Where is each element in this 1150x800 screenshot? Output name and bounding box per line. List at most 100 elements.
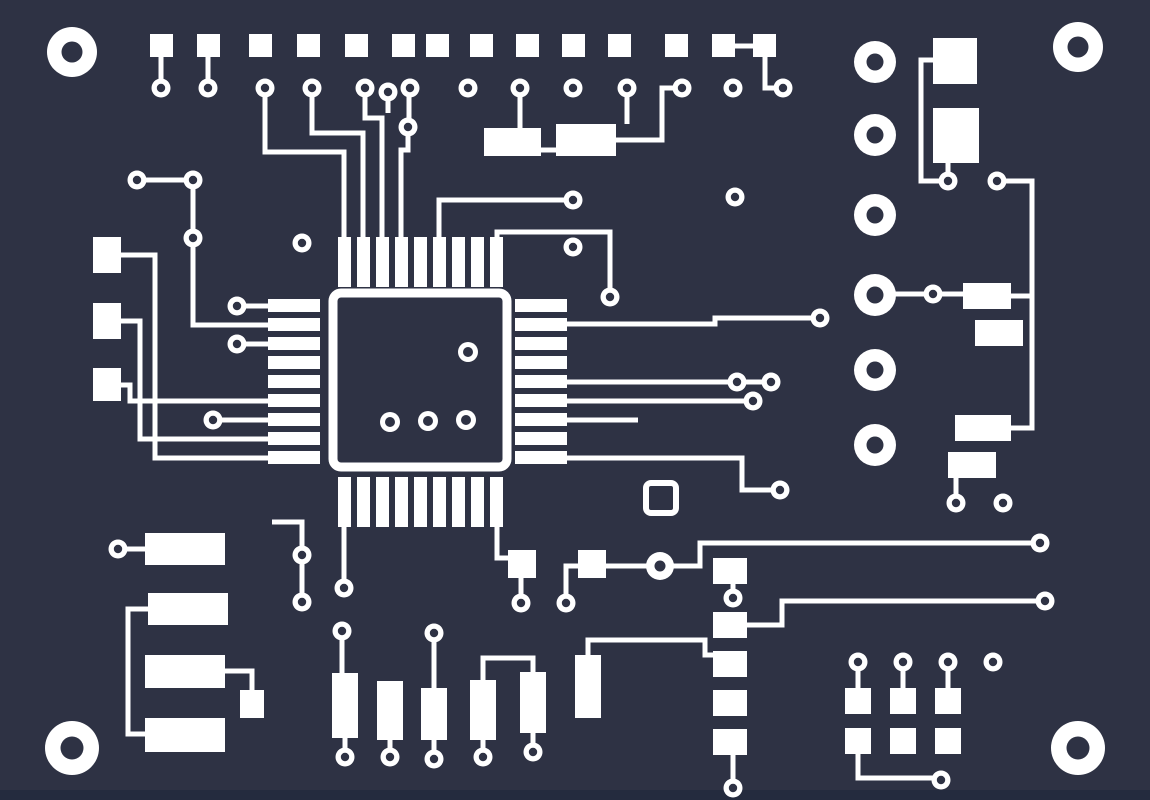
via-hole (405, 83, 415, 93)
via-hole (463, 83, 473, 93)
grid-pad (845, 688, 871, 714)
via-hole (568, 83, 578, 93)
component-pad (470, 680, 496, 740)
trace (121, 252, 268, 461)
via-hole (943, 657, 953, 667)
small-component-outline (643, 480, 679, 516)
via-hole (775, 485, 785, 495)
via-hole (622, 83, 632, 93)
large-via-hole (866, 286, 884, 304)
trace (567, 315, 812, 327)
top-row-pad (197, 34, 220, 57)
via-hole (568, 242, 578, 252)
component-pad (421, 688, 447, 740)
square-pad (508, 550, 536, 578)
large-via-hole (866, 361, 884, 379)
connector-pad (713, 558, 747, 584)
ic-via-hole (461, 415, 471, 425)
via-hole (728, 593, 738, 603)
grid-pad (935, 688, 961, 714)
ic-pin-right (515, 337, 567, 350)
via-hole (297, 597, 307, 607)
ic-pin-top (433, 237, 446, 287)
ic-pin-right (515, 299, 567, 312)
via-hole (297, 238, 307, 248)
connector-pad (713, 729, 747, 755)
via-hole (403, 122, 413, 132)
resistor-pad (556, 124, 616, 156)
ic-pin-bottom (414, 477, 427, 527)
trace (398, 127, 411, 240)
ic-pin-bottom (433, 477, 446, 527)
via-hole (515, 83, 525, 93)
top-row-pad (392, 34, 415, 57)
top-row-pad (297, 34, 320, 57)
via-hole (297, 550, 307, 560)
ic-pin-right (515, 375, 567, 388)
ic-pin-top (471, 237, 484, 287)
top-row-pad (665, 34, 688, 57)
via-hole (943, 176, 953, 186)
ic-pin-left (268, 451, 320, 464)
via-hole (188, 233, 198, 243)
via-hole (853, 657, 863, 667)
large-via-hole (866, 206, 884, 224)
grid-pad (845, 728, 871, 754)
ic-pin-left (268, 432, 320, 445)
via-hole (528, 747, 538, 757)
via-hole (203, 83, 213, 93)
ic-pin-right (515, 318, 567, 331)
via-hole (340, 752, 350, 762)
via-hole (188, 175, 198, 185)
trace (225, 668, 255, 692)
ic-pin-top (357, 237, 370, 287)
via-hole (815, 313, 825, 323)
mounting-hole-hole (1067, 36, 1089, 58)
trace (672, 540, 1040, 569)
ic-pin-left (268, 413, 320, 426)
ic-pin-top (452, 237, 465, 287)
top-right-pad (933, 108, 979, 163)
top-right-pad (933, 38, 977, 84)
via-hole (730, 192, 740, 202)
large-via-hole (866, 53, 884, 71)
via-hole (516, 598, 526, 608)
right-pad (963, 283, 1011, 309)
ic-pin-left (268, 299, 320, 312)
trace (121, 318, 268, 442)
trace (436, 197, 573, 240)
large-via-hole (866, 126, 884, 144)
via-hole (766, 377, 776, 387)
square-pad (578, 550, 606, 578)
via-hole (951, 498, 961, 508)
ic-pin-bottom (357, 477, 370, 527)
trace (272, 519, 305, 602)
connector-pad (713, 690, 747, 716)
via-hole (339, 583, 349, 593)
via-hole (748, 396, 758, 406)
small-pad (240, 690, 264, 718)
top-row-pad (608, 34, 631, 57)
trace (616, 85, 673, 143)
trace (855, 754, 934, 781)
via-hole (260, 83, 270, 93)
component-pad (377, 681, 403, 740)
left-pad (93, 237, 121, 273)
left-pad (93, 303, 121, 339)
top-row-pad (150, 34, 173, 57)
ic-pin-right (515, 432, 567, 445)
top-row-pad (470, 34, 493, 57)
via-hole (113, 544, 123, 554)
via-hole (677, 83, 687, 93)
mounting-hole-hole (61, 41, 83, 63)
ic-pin-bottom (395, 477, 408, 527)
resistor-pad (484, 128, 541, 156)
via-hole (928, 289, 938, 299)
trace (125, 606, 148, 737)
ic-pin-top (395, 237, 408, 287)
bottom-left-pad (148, 593, 228, 625)
via-hole (232, 339, 242, 349)
trace (762, 57, 776, 91)
top-row-pad (426, 34, 449, 57)
ic-pin-right (515, 394, 567, 407)
